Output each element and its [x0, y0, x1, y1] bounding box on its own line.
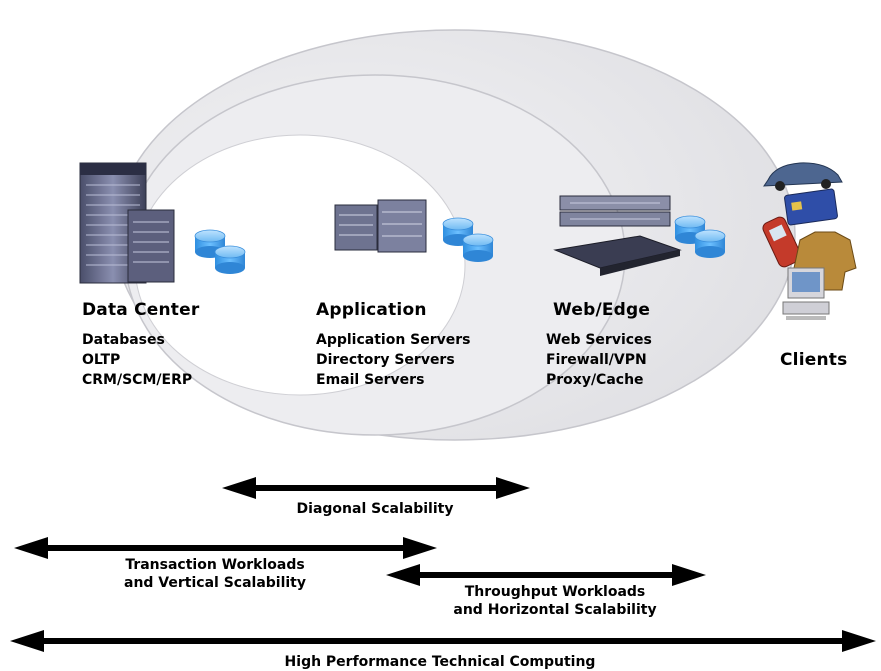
- database-disk-icon: [214, 245, 246, 274]
- tier-item: Web Services: [546, 332, 652, 348]
- tier-item: Firewall/VPN: [546, 352, 647, 368]
- arrow-label-line: Transaction Workloads: [125, 557, 305, 573]
- server-cabinet-icon: [79, 162, 175, 284]
- database-disk-icon: [442, 217, 474, 246]
- clients-icon-group: [762, 162, 857, 320]
- tier-item: OLTP: [82, 352, 121, 368]
- tier-item: Proxy/Cache: [546, 372, 644, 388]
- database-disk-icon: [462, 233, 494, 262]
- arrow-diagonal-scalability: [222, 477, 530, 499]
- database-disk-icon: [694, 229, 726, 258]
- arrow-transaction-workloads: [14, 537, 437, 559]
- tier-item: Application Servers: [316, 332, 471, 348]
- car-icon: [763, 162, 843, 191]
- tier-title-data-center: Data Center: [82, 300, 200, 320]
- arrow-label-diagonal: Diagonal Scalability: [296, 501, 454, 517]
- desktop-computer-icon: [782, 267, 830, 320]
- tier-items-application: Application Servers Directory Servers Em…: [316, 330, 471, 390]
- tier-item: Email Servers: [316, 372, 425, 388]
- smart-card-icon: [784, 188, 838, 226]
- scalability-arrows: [10, 477, 876, 652]
- arrow-label-line: and Vertical Scalability: [124, 575, 306, 591]
- tier-item: CRM/SCM/ERP: [82, 372, 193, 388]
- arrow-label-transaction: Transaction Workloads and Vertical Scala…: [95, 556, 335, 592]
- arrow-label-line: Throughput Workloads: [464, 584, 646, 600]
- tier-item: Databases: [82, 332, 165, 348]
- mobile-phone-icon: [762, 216, 802, 268]
- database-disk-group: [194, 215, 726, 274]
- tier-items-data-center: Databases OLTP CRM/SCM/ERP: [82, 330, 192, 390]
- arrow-label-line: and Horizontal Scalability: [453, 602, 657, 618]
- tier-title-clients: Clients: [780, 350, 848, 370]
- database-disk-icon: [194, 229, 226, 258]
- arrow-high-performance-computing: [10, 630, 876, 652]
- tier-item: Directory Servers: [316, 352, 455, 368]
- rack-server-icon: [334, 199, 427, 253]
- tier-items-web-edge: Web Services Firewall/VPN Proxy/Cache: [546, 330, 652, 390]
- arrow-label-throughput: Throughput Workloads and Horizontal Scal…: [425, 583, 685, 619]
- tier-title-web-edge: Web/Edge: [553, 300, 651, 320]
- tier-title-application: Application: [316, 300, 427, 320]
- blade-server-icon: [553, 195, 682, 276]
- arrow-throughput-workloads: [386, 564, 706, 586]
- arrow-label-hpc: High Performance Technical Computing: [284, 654, 596, 670]
